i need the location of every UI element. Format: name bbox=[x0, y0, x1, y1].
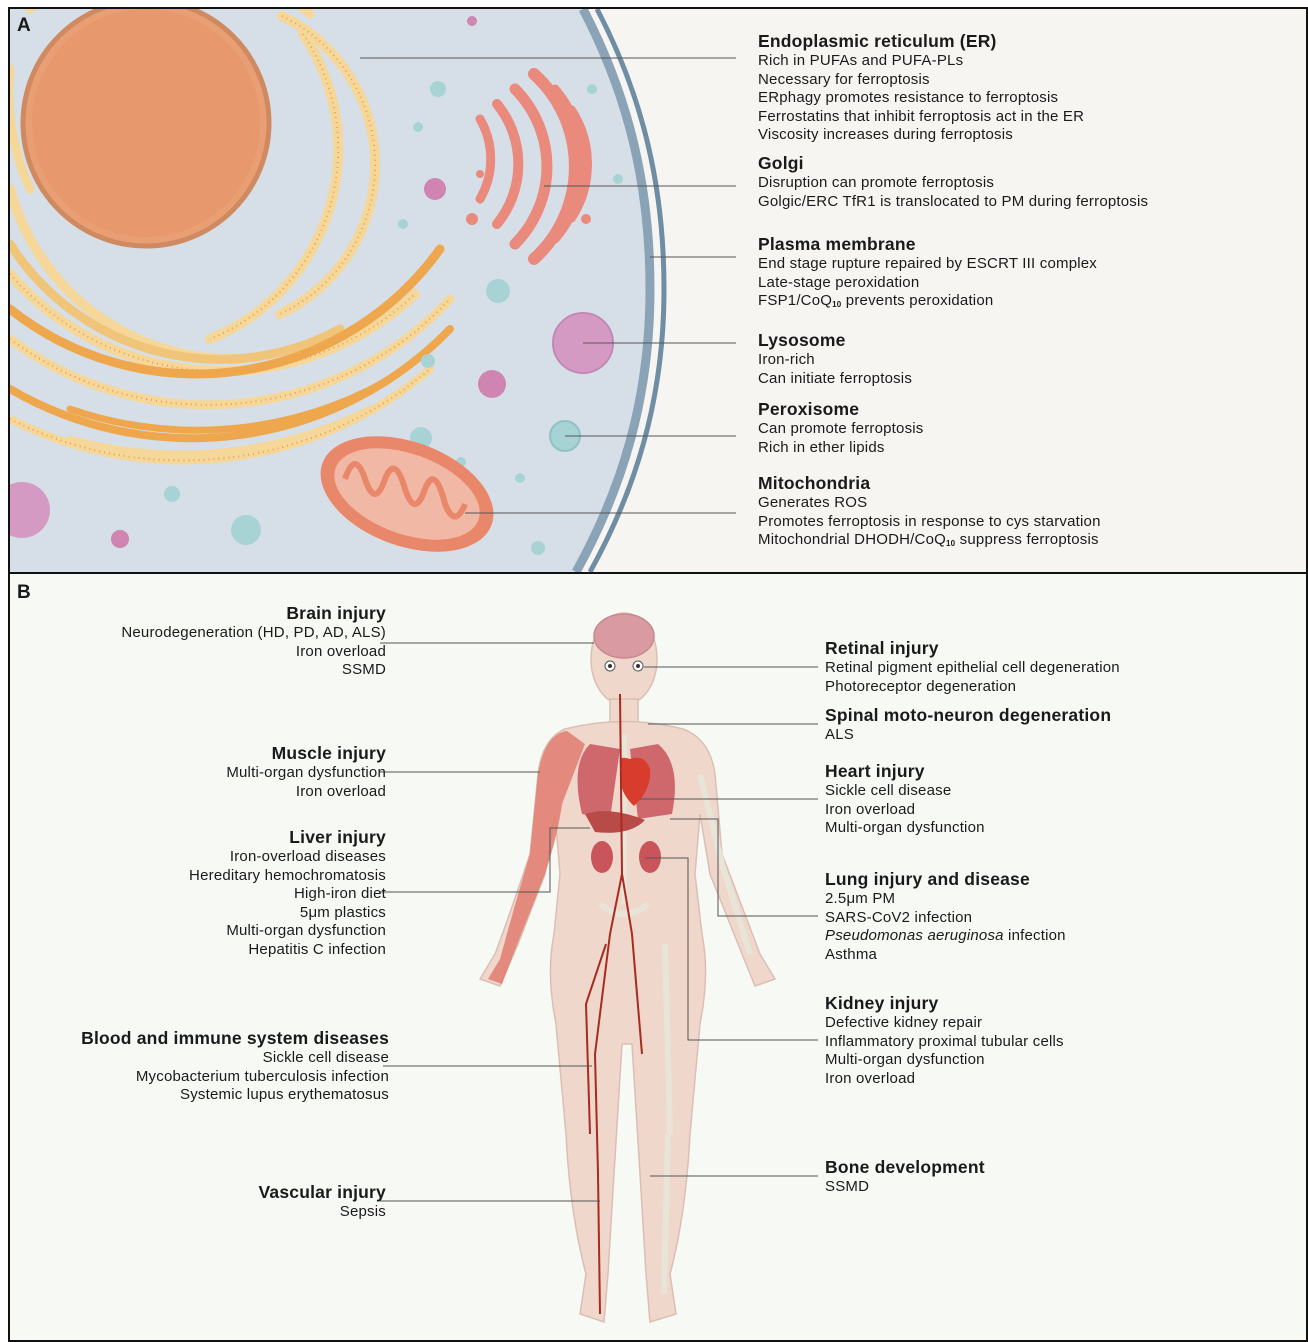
annotation-title: Spinal moto-neuron degeneration bbox=[825, 704, 1111, 726]
annotation-line: Viscosity increases during ferroptosis bbox=[758, 126, 1084, 145]
annotation-line: High-iron diet bbox=[189, 885, 386, 904]
annotation-peroxisome: Peroxisome Can promote ferroptosis Rich … bbox=[758, 398, 924, 457]
annotation-title: Bone development bbox=[825, 1156, 985, 1178]
annotation-line: Sickle cell disease bbox=[81, 1049, 389, 1068]
annotation-title: Blood and immune system diseases bbox=[81, 1027, 389, 1049]
annotation-lung: Lung injury and disease 2.5μm PM SARS-Co… bbox=[825, 868, 1066, 964]
annotation-title: Liver injury bbox=[189, 826, 386, 848]
annotation-heart: Heart injury Sickle cell disease Iron ov… bbox=[825, 760, 985, 838]
annotation-line: Multi-organ dysfunction bbox=[825, 819, 985, 838]
annotation-line: Defective kidney repair bbox=[825, 1014, 1064, 1033]
annotation-line: Can promote ferroptosis bbox=[758, 420, 924, 439]
annotation-title: Heart injury bbox=[825, 760, 985, 782]
annotation-line: Iron overload bbox=[121, 643, 386, 662]
annotation-vascular: Vascular injury Sepsis bbox=[258, 1181, 386, 1222]
annotation-line: Multi-organ dysfunction bbox=[189, 922, 386, 941]
annotation-line: Late-stage peroxidation bbox=[758, 274, 1097, 293]
annotation-muscle: Muscle injury Multi-organ dysfunction Ir… bbox=[226, 742, 386, 801]
annotation-line: Rich in ether lipids bbox=[758, 439, 924, 458]
annotation-lysosome: Lysosome Iron-rich Can initiate ferropto… bbox=[758, 329, 912, 388]
annotation-line-pseudomonas: Pseudomonas aeruginosa infection bbox=[825, 927, 1066, 946]
annotation-mitochondria: Mitochondria Generates ROS Promotes ferr… bbox=[758, 472, 1101, 554]
annotation-title: Golgi bbox=[758, 152, 1148, 174]
annotation-line: Photoreceptor degeneration bbox=[825, 678, 1120, 697]
annotation-line: 5μm plastics bbox=[189, 904, 386, 923]
panel-b-label: B bbox=[17, 582, 31, 604]
panel-a-label: A bbox=[17, 15, 31, 37]
annotation-title: Mitochondria bbox=[758, 472, 1101, 494]
annotation-line: Iron overload bbox=[825, 1070, 1064, 1089]
annotation-title: Lung injury and disease bbox=[825, 868, 1066, 890]
annotation-line: Asthma bbox=[825, 946, 1066, 965]
annotation-title: Retinal injury bbox=[825, 637, 1120, 659]
annotation-brain: Brain injury Neurodegeneration (HD, PD, … bbox=[121, 602, 386, 680]
annotation-plasma-membrane: Plasma membrane End stage rupture repair… bbox=[758, 233, 1097, 315]
annotation-title: Endoplasmic reticulum (ER) bbox=[758, 30, 1084, 52]
annotation-title: Vascular injury bbox=[258, 1181, 386, 1203]
annotation-kidney: Kidney injury Defective kidney repair In… bbox=[825, 992, 1064, 1088]
kidney-left-shape bbox=[591, 841, 613, 873]
annotation-line: Sickle cell disease bbox=[825, 782, 985, 801]
annotation-line: Multi-organ dysfunction bbox=[825, 1051, 1064, 1070]
annotation-title: Muscle injury bbox=[226, 742, 386, 764]
annotation-blood-immune: Blood and immune system diseases Sickle … bbox=[81, 1027, 389, 1105]
annotation-line: SARS-CoV2 infection bbox=[825, 909, 1066, 928]
kidney-right-shape bbox=[639, 841, 661, 873]
brain-shape bbox=[594, 614, 654, 658]
annotation-line: ALS bbox=[825, 726, 1111, 745]
annotation-title: Kidney injury bbox=[825, 992, 1064, 1014]
cell-illustration bbox=[10, 9, 1306, 572]
annotation-line: Retinal pigment epithelial cell degenera… bbox=[825, 659, 1120, 678]
annotation-line: Hepatitis C infection bbox=[189, 941, 386, 960]
annotation-golgi: Golgi Disruption can promote ferroptosis… bbox=[758, 152, 1148, 211]
annotation-line: Neurodegeneration (HD, PD, AD, ALS) bbox=[121, 624, 386, 643]
panel-a-cell-organelles: A Endoplasmic reticulum (ER) Rich in PUF… bbox=[8, 7, 1308, 574]
annotation-line: Iron overload bbox=[226, 783, 386, 802]
annotation-line: Sepsis bbox=[258, 1203, 386, 1222]
annotation-line: Systemic lupus erythematosus bbox=[81, 1086, 389, 1105]
annotation-spinal: Spinal moto-neuron degeneration ALS bbox=[825, 704, 1111, 745]
annotation-line: ERphagy promotes resistance to ferroptos… bbox=[758, 89, 1084, 108]
annotation-line: Mycobacterium tuberculosis infection bbox=[81, 1068, 389, 1087]
annotation-line: Iron-rich bbox=[758, 351, 912, 370]
annotation-title: Lysosome bbox=[758, 329, 912, 351]
annotation-line: Generates ROS bbox=[758, 494, 1101, 513]
body-silhouette-shape bbox=[480, 613, 775, 1322]
annotation-liver: Liver injury Iron-overload diseases Here… bbox=[189, 826, 386, 960]
annotation-line: SSMD bbox=[825, 1178, 985, 1197]
annotation-line: Hereditary hemochromatosis bbox=[189, 867, 386, 886]
annotation-line: SSMD bbox=[121, 661, 386, 680]
annotation-bone: Bone development SSMD bbox=[825, 1156, 985, 1197]
annotation-line: Inflammatory proximal tubular cells bbox=[825, 1033, 1064, 1052]
annotation-line: Iron overload bbox=[825, 801, 985, 820]
annotation-line: End stage rupture repaired by ESCRT III … bbox=[758, 255, 1097, 274]
annotation-title: Peroxisome bbox=[758, 398, 924, 420]
annotation-line-dhodh: Mitochondrial DHODH/CoQ10 suppress ferro… bbox=[758, 531, 1101, 554]
annotation-line: Necessary for ferroptosis bbox=[758, 71, 1084, 90]
panel-b-human-body: B Brain injury Neurodegeneration (HD, PD… bbox=[8, 572, 1308, 1342]
annotation-line: Ferrostatins that inhibit ferroptosis ac… bbox=[758, 108, 1084, 127]
annotation-title: Brain injury bbox=[121, 602, 386, 624]
annotation-line: Promotes ferroptosis in response to cys … bbox=[758, 513, 1101, 532]
annotation-line: Disruption can promote ferroptosis bbox=[758, 174, 1148, 193]
annotation-er: Endoplasmic reticulum (ER) Rich in PUFAs… bbox=[758, 30, 1084, 145]
annotation-line: Multi-organ dysfunction bbox=[226, 764, 386, 783]
annotation-line: Iron-overload diseases bbox=[189, 848, 386, 867]
annotation-title: Plasma membrane bbox=[758, 233, 1097, 255]
annotation-line: 2.5μm PM bbox=[825, 890, 1066, 909]
annotation-retinal: Retinal injury Retinal pigment epithelia… bbox=[825, 637, 1120, 696]
annotation-line: Rich in PUFAs and PUFA-PLs bbox=[758, 52, 1084, 71]
annotation-line: Golgic/ERC TfR1 is translocated to PM du… bbox=[758, 193, 1148, 212]
annotation-line: Can initiate ferroptosis bbox=[758, 370, 912, 389]
annotation-line-fsp1: FSP1/CoQ10 prevents peroxidation bbox=[758, 292, 1097, 315]
